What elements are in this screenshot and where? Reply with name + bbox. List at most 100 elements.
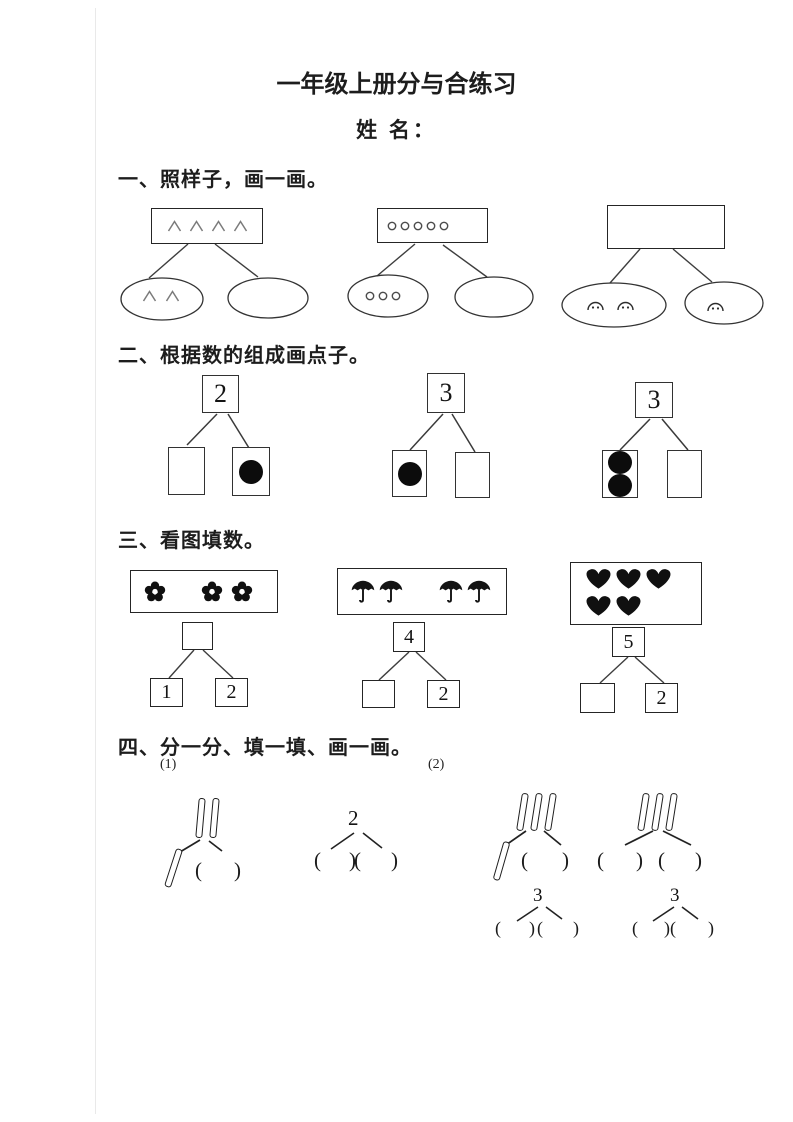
connector-line (451, 413, 476, 453)
caret-icon (189, 220, 203, 232)
tree-number: 3 (670, 885, 680, 906)
umbrella-icon (351, 579, 375, 603)
tree-number: 3 (647, 385, 661, 414)
branch-line (208, 840, 223, 852)
picture-box (570, 562, 702, 625)
small-circle-icon (365, 291, 375, 301)
caret-icon (142, 290, 157, 302)
filled-dot-icon (397, 461, 422, 486)
part-box-right: 2 (215, 678, 248, 707)
flower-icon (201, 581, 223, 601)
answer-box-left (168, 447, 205, 495)
lparen: ( (658, 848, 665, 872)
branch-line (662, 830, 692, 846)
section-4-heading: 四、分一分、填一填、画一画。 (118, 737, 412, 759)
umbrella-icon (467, 579, 491, 603)
s4-f-wires (652, 906, 699, 922)
lparen: ( (521, 848, 528, 872)
branch-line (543, 830, 562, 846)
s2-tree-3b: 3 (600, 378, 730, 503)
lparen: ( (597, 848, 604, 872)
part-box-right: 2 (645, 683, 678, 713)
s3-diagram-hearts: 5 2 (560, 558, 780, 718)
answer-blank: () (597, 848, 643, 873)
connector-line (672, 248, 713, 283)
flower-group (144, 581, 253, 603)
small-circle-icon (426, 221, 436, 230)
right-oval (454, 276, 534, 318)
s2-tree-3a: 3 (385, 370, 515, 502)
connector-line (442, 244, 488, 278)
part-number: 2 (656, 686, 667, 709)
total-number: 5 (623, 630, 634, 653)
small-circle-icon (439, 221, 449, 230)
connector-line (599, 656, 629, 684)
section-2-heading: 二、根据数的组成画点子。 (118, 345, 370, 367)
heart-group (584, 567, 677, 618)
left-oval-content (142, 290, 180, 302)
part-box-left (362, 680, 395, 708)
lparen: ( (354, 848, 361, 872)
answer-blank: () (314, 848, 356, 873)
connector-line (227, 413, 250, 449)
connector-line (378, 651, 410, 681)
left-oval (347, 274, 429, 318)
answer-blank: () (632, 918, 670, 939)
right-oval (227, 277, 309, 319)
total-box: 4 (393, 622, 425, 652)
answer-box-right (667, 450, 702, 498)
section-3-heading: 三、看图填数。 (118, 530, 265, 552)
branch-line (516, 906, 539, 922)
stick-group (516, 792, 557, 832)
s4-figure-sticks-3a: () (488, 785, 593, 885)
lparen: ( (195, 858, 202, 882)
stick-icon (651, 792, 664, 832)
lparen: ( (632, 918, 638, 938)
branch-line (652, 906, 675, 922)
small-circle-icon (387, 221, 397, 230)
rparen: ) (234, 858, 241, 882)
stick-group (637, 792, 678, 832)
page-title: 一年级上册分与合练习 (276, 71, 517, 98)
answer-blank: () (195, 858, 241, 883)
tree-number: 3 (439, 378, 453, 407)
branch-line (681, 906, 699, 920)
rparen: ) (708, 918, 714, 938)
answer-blank: () (354, 848, 398, 873)
heart-icon (586, 596, 611, 616)
total-box (182, 622, 213, 650)
answer-blank: () (495, 918, 535, 939)
umbrella-icon (439, 579, 463, 603)
smiley-arc-icon (617, 301, 634, 311)
flower-icon (144, 581, 166, 601)
s4-d-wires (624, 830, 692, 846)
tree-number: 2 (348, 806, 359, 830)
part-box-right: 2 (427, 680, 460, 708)
s4-tree-3a: 3 () () (490, 883, 595, 945)
branch-line (624, 830, 654, 846)
stick-group (195, 797, 220, 839)
number-box: 3 (427, 373, 465, 413)
connector-line (609, 248, 641, 284)
picture-box (337, 568, 507, 615)
heart-icon (586, 569, 611, 589)
right-oval (684, 281, 764, 325)
small-circle-icon (400, 221, 410, 230)
caret-icon (233, 220, 247, 232)
s4-figure-sticks-2: () (150, 788, 280, 898)
tree-number: 3 (533, 885, 543, 906)
s4-figure-sticks-3b: () () (595, 785, 730, 885)
name-label: 姓 名： (356, 119, 437, 142)
number-box: 2 (202, 375, 239, 413)
answer-blank: () (658, 848, 702, 873)
section-1-heading: 一、照样子，画一画。 (118, 169, 328, 191)
answer-blank: () (521, 848, 569, 873)
connector-line (202, 649, 234, 679)
caret-icon (165, 290, 180, 302)
number-box: 3 (635, 382, 673, 418)
answer-blank: () (537, 918, 579, 939)
s4-tree-3b: 3 () () (628, 883, 733, 945)
rparen: ) (664, 918, 670, 938)
sub-label-1: (1) (160, 757, 177, 772)
branch-line (330, 832, 355, 850)
